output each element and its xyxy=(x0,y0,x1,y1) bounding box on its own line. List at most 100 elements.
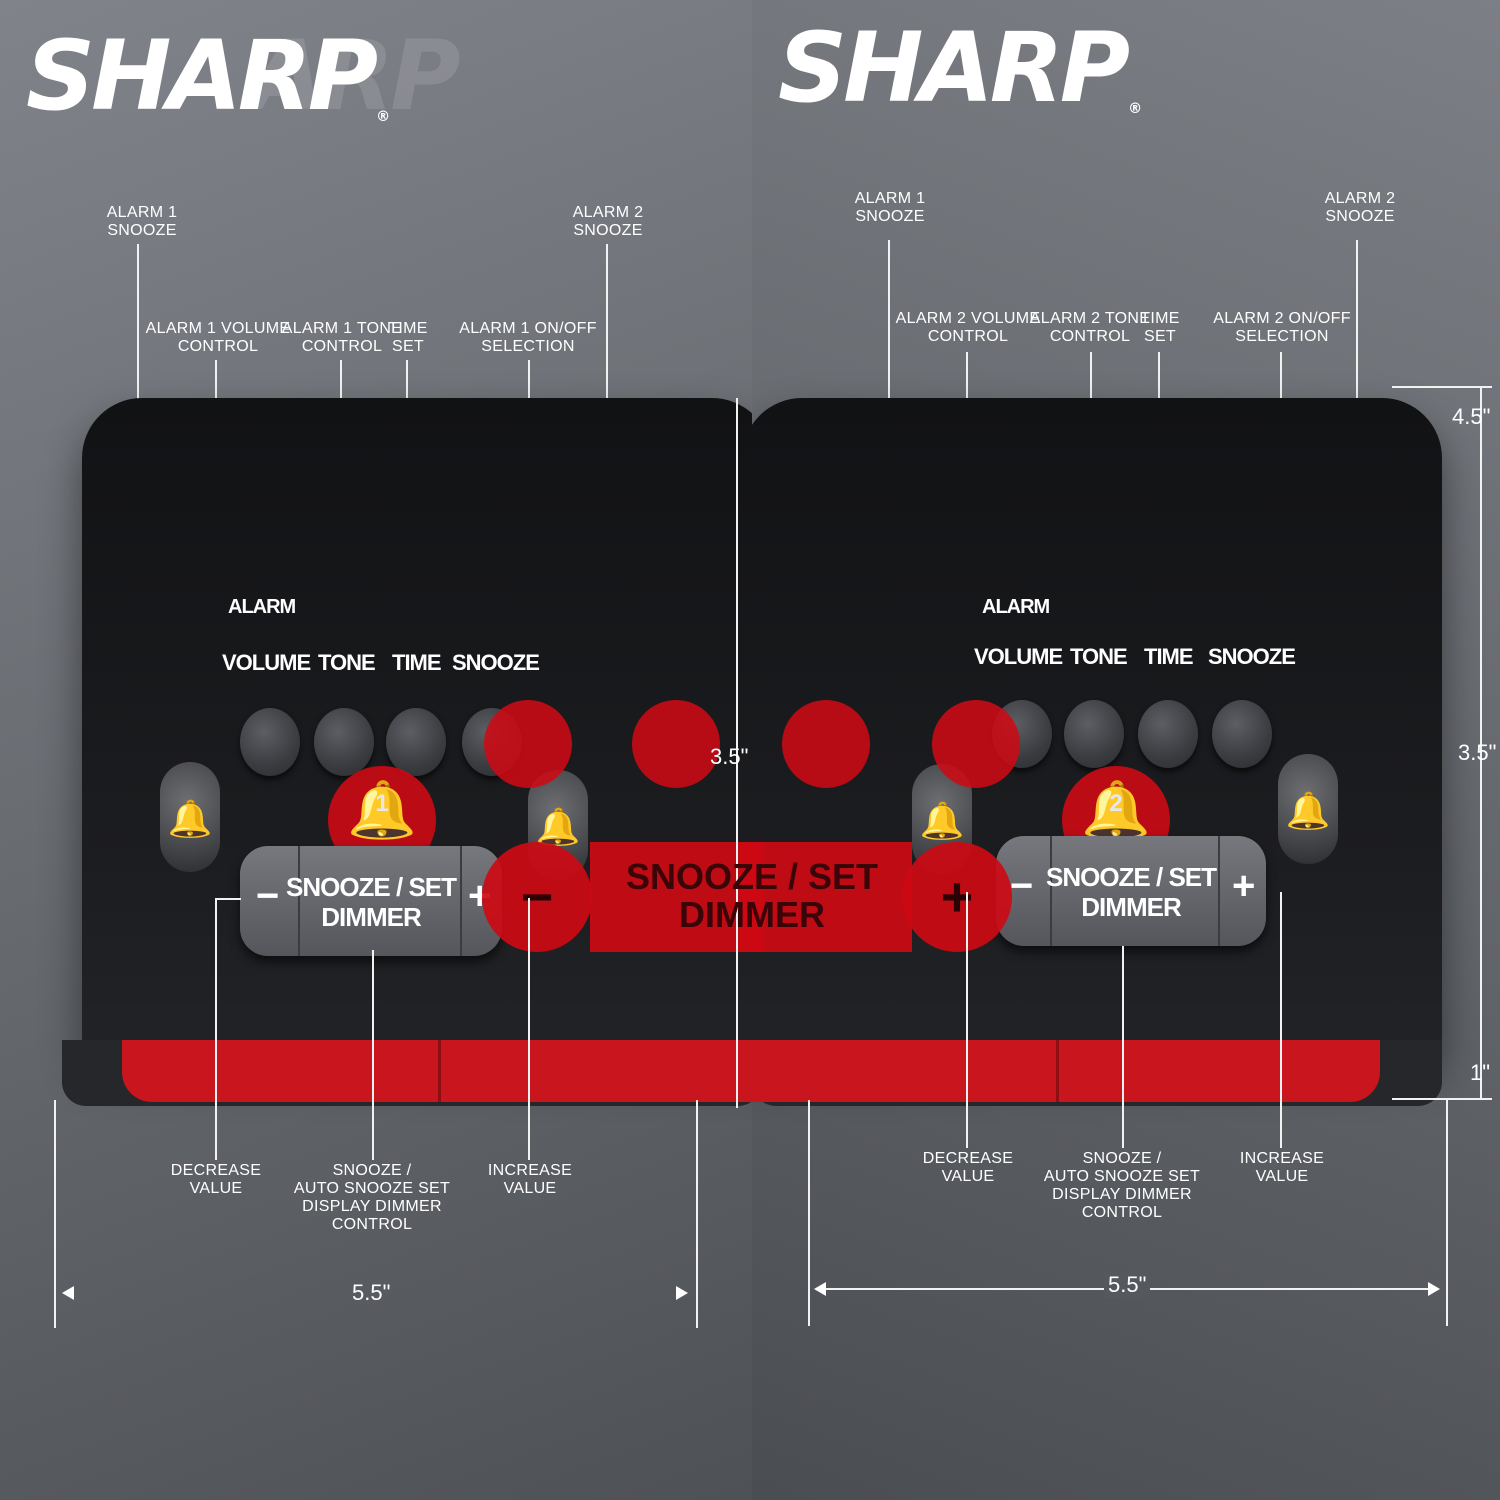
bell-icon: 🔔 xyxy=(1081,778,1151,841)
leader-line xyxy=(1280,892,1282,1148)
dimension-extent xyxy=(736,398,738,1108)
alarm1-snooze-button[interactable]: 🔔 xyxy=(160,762,220,872)
tone-button[interactable] xyxy=(314,708,374,776)
dimension-line xyxy=(1480,386,1482,1100)
dimension-extent xyxy=(1392,386,1492,388)
snooze-set-bar[interactable]: − SNOOZE / SET DIMMER + xyxy=(996,836,1266,946)
bar-line1: SNOOZE / SET xyxy=(285,872,457,902)
time-button[interactable] xyxy=(1138,700,1198,768)
overlay-minus: − xyxy=(482,842,592,952)
dimension-extent xyxy=(1392,1098,1492,1100)
callout-decrease-value: DECREASE VALUE xyxy=(170,1162,262,1197)
bar-line2: DIMMER xyxy=(321,902,421,932)
callout-snooze-dimmer: SNOOZE / AUTO SNOOZE SET DISPLAY DIMMER … xyxy=(1043,1150,1201,1221)
dimension-arrow xyxy=(1428,1282,1440,1296)
callout-volume-control: ALARM 1 VOLUME CONTROL xyxy=(145,320,291,355)
alarm-bell-icon: 🔔 xyxy=(1285,790,1331,831)
left-panel: SHARP® ARP ALARM 1 SNOOZE ALARM 2 SNOOZE… xyxy=(0,0,752,1500)
overlay-bar-text: SNOOZE / SET DIMMER xyxy=(592,858,912,934)
brand-logo: SHARP® xyxy=(778,20,1142,116)
callout-increase-value: INCREASE VALUE xyxy=(1239,1150,1325,1185)
tone-label: TONE xyxy=(318,650,376,675)
bar-line2: DIMMER xyxy=(1081,892,1181,922)
overlay-plus: + xyxy=(902,842,1012,952)
bar-center-segment xyxy=(298,846,462,956)
brand-name: SHARP xyxy=(778,12,1130,124)
onoff-button[interactable] xyxy=(1212,700,1272,768)
volume-label: VOLUME xyxy=(974,644,1063,669)
alarm-number: 2 xyxy=(1109,790,1123,817)
callout-alarm2-snooze: ALARM 2 SNOOZE xyxy=(1324,190,1396,225)
callout-tone-control: ALARM 2 TONE CONTROL xyxy=(1029,310,1151,345)
callout-time-set: TIME SET xyxy=(388,320,428,355)
dimension-arrow xyxy=(676,1286,688,1300)
leader-line xyxy=(372,950,374,1160)
registered-mark: ® xyxy=(376,109,391,125)
volume-label: VOLUME xyxy=(222,650,311,675)
time-label: TIME xyxy=(392,650,442,675)
registered-mark: ® xyxy=(1128,101,1143,117)
height-dimension: 3.5" xyxy=(1458,740,1497,765)
callout-increase-value: INCREASE VALUE xyxy=(487,1162,573,1197)
time-button[interactable] xyxy=(386,708,446,776)
dimension-extent xyxy=(1446,1100,1448,1326)
snooze-label: SNOOZE xyxy=(1208,644,1296,669)
decrease-button[interactable]: − xyxy=(1010,864,1034,908)
leader-line xyxy=(215,898,217,1160)
red-highlight-dot xyxy=(632,700,720,788)
overlay-plus-glyph: + xyxy=(940,865,974,928)
dimension-arrow xyxy=(62,1286,74,1300)
top-dimension: 4.5" xyxy=(1452,404,1491,429)
alarm-row-label: ALARM xyxy=(982,596,1050,618)
overlay-line1: SNOOZE / SET xyxy=(625,856,879,897)
dimension-extent xyxy=(696,1100,698,1328)
bar-line1: SNOOZE / SET xyxy=(1045,862,1217,892)
dimension-extent xyxy=(808,1100,810,1326)
callout-decrease-value: DECREASE VALUE xyxy=(922,1150,1014,1185)
snooze-label: SNOOZE xyxy=(452,650,540,675)
red-highlight-dot xyxy=(932,700,1020,788)
strip-divider xyxy=(1056,1040,1059,1102)
alarm-row-label: ALARM xyxy=(228,596,296,618)
alarm-number: 1 xyxy=(375,790,389,817)
width-dimension: 5.5" xyxy=(352,1280,391,1305)
dimension-extent xyxy=(54,1100,56,1328)
bottom-dimension: 1" xyxy=(1470,1060,1491,1085)
time-label: TIME xyxy=(1144,644,1194,669)
callout-alarm1-snooze: ALARM 1 SNOOZE xyxy=(106,204,178,239)
callout-snooze-dimmer: SNOOZE / AUTO SNOOZE SET DISPLAY DIMMER … xyxy=(293,1162,451,1233)
alarm-bell-icon: 🔔 xyxy=(535,806,581,847)
depth-dimension: 3.5" xyxy=(710,744,749,769)
callout-time-set: TIME SET xyxy=(1140,310,1180,345)
leader-line xyxy=(1122,946,1124,1148)
callout-alarm2-snooze: ALARM 2 SNOOZE xyxy=(572,204,644,239)
right-panel: SHARP® ALARM 1 SNOOZE ALARM 2 SNOOZE ALA… xyxy=(752,0,1500,1500)
callout-onoff-selection: ALARM 2 ON/OFF SELECTION xyxy=(1213,310,1351,345)
callout-onoff-selection: ALARM 1 ON/OFF SELECTION xyxy=(459,320,597,355)
callout-tone-control: ALARM 1 TONE CONTROL xyxy=(281,320,403,355)
brand-name: SHARP xyxy=(26,20,378,132)
overlay-bar-seam xyxy=(740,842,764,952)
callout-alarm1-snooze: ALARM 1 SNOOZE xyxy=(854,190,926,225)
leader-line xyxy=(215,898,241,900)
width-dimension: 5.5" xyxy=(1104,1272,1151,1298)
red-highlight-dot xyxy=(484,700,572,788)
red-base-strip xyxy=(122,1040,752,1102)
increase-button[interactable]: + xyxy=(1232,864,1256,908)
alarm-1-badge: 🔔 1 xyxy=(328,766,436,874)
callout-volume-control: ALARM 2 VOLUME CONTROL xyxy=(895,310,1041,345)
tone-button[interactable] xyxy=(1064,700,1124,768)
strip-divider xyxy=(438,1040,441,1102)
decrease-button[interactable]: − xyxy=(256,874,280,918)
volume-button[interactable] xyxy=(240,708,300,776)
bar-center-segment xyxy=(1050,836,1220,946)
alarm-bell-icon: 🔔 xyxy=(919,800,965,841)
overlay-bar-left xyxy=(590,842,752,952)
overlay-bar-right xyxy=(752,842,912,952)
snooze-set-bar[interactable]: − SNOOZE / SET DIMMER + xyxy=(240,846,502,956)
tone-label: TONE xyxy=(1070,644,1128,669)
overlay-minus-glyph: − xyxy=(520,865,554,928)
red-base-strip xyxy=(752,1040,1380,1102)
red-highlight-dot xyxy=(782,700,870,788)
alarm2-snooze-button[interactable]: 🔔 xyxy=(1278,754,1338,864)
